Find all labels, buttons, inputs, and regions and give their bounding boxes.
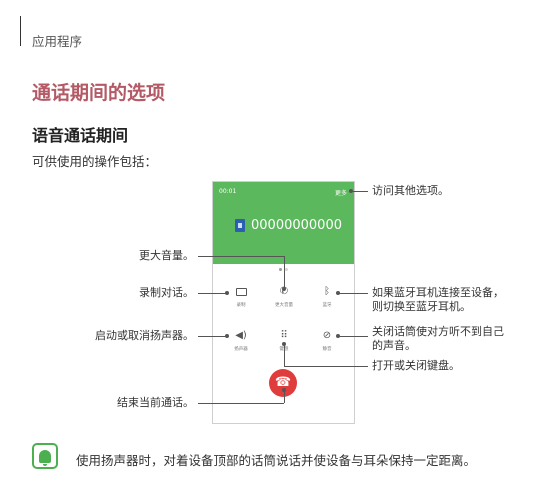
callout-dot-end — [282, 388, 286, 392]
callout-line-speaker — [198, 336, 226, 337]
callout-dot-record — [225, 291, 229, 295]
contact-card-icon — [235, 219, 245, 232]
callout-keypad: 打开或关闭键盘。 — [372, 359, 460, 372]
callout-dot-volume — [282, 287, 286, 291]
callout-more-options: 访问其他选项。 — [372, 184, 449, 197]
record-label: 录制 — [236, 303, 246, 308]
bluetooth-icon: ᛒ — [324, 286, 330, 297]
caller-number: 00000000000 — [235, 218, 342, 233]
record-icon — [221, 286, 261, 298]
callout-dot-speaker — [225, 334, 229, 338]
callout-bluetooth: 如果蓝牙耳机连接至设备， 则切换至蓝牙耳机。 — [372, 286, 504, 314]
record-button[interactable]: 录制 — [221, 286, 261, 308]
callout-mute: 关闭话筒使对方听不到自己 的声音。 — [372, 325, 504, 353]
call-timer: 00:01 — [219, 188, 237, 195]
callout-extra-volume: 更大音量。 — [139, 249, 194, 262]
callout-dot-more — [349, 189, 353, 193]
callout-mute-line2: 的声音。 — [372, 339, 416, 352]
callout-mute-line1: 关闭话筒使对方听不到自己 — [372, 325, 504, 338]
caller-number-text: 00000000000 — [251, 218, 342, 233]
section-label: 应用程序 — [32, 34, 83, 49]
more-options-button[interactable]: 更多 — [334, 190, 347, 197]
callout-line-volume-v — [284, 256, 285, 289]
callout-end-call: 结束当前通话。 — [117, 396, 194, 409]
page-title: 通话期间的选项 — [32, 82, 166, 104]
callout-line-mute — [338, 336, 368, 337]
subsection-title: 语音通话期间 — [32, 126, 129, 145]
extra-volume-label: 更大音量 — [275, 303, 293, 308]
callout-bluetooth-line1: 如果蓝牙耳机连接至设备， — [372, 286, 504, 299]
callout-record: 录制对话。 — [139, 286, 194, 299]
callout-line-volume-h — [198, 256, 284, 257]
callout-line-keypad-h — [284, 366, 368, 367]
callout-line-bluetooth — [338, 293, 368, 294]
callout-line-record — [198, 293, 226, 294]
hangup-icon: ☎ — [274, 375, 292, 390]
callout-speaker: 启动或取消扬声器。 — [95, 329, 194, 342]
bluetooth-button[interactable]: ᛒ 蓝牙 — [307, 286, 347, 308]
bluetooth-label: 蓝牙 — [322, 303, 332, 308]
speaker-icon: ◀) — [235, 330, 247, 341]
mute-button[interactable]: ⊘ 静音 — [307, 330, 347, 352]
phone-call-screen: 00:01 更多 00000000000 录制 ✆ 更大音量 ᛒ 蓝牙 ◀) 扬… — [212, 181, 355, 424]
callout-line-more — [351, 191, 368, 192]
extra-volume-button[interactable]: ✆ 更大音量 — [264, 286, 304, 308]
speaker-button[interactable]: ◀) 扬声器 — [221, 330, 261, 352]
keypad-icon: ⠿ — [280, 330, 288, 341]
note-bell-icon — [32, 443, 58, 469]
mic-off-icon: ⊘ — [322, 330, 332, 341]
callout-bluetooth-line2: 则切换至蓝牙耳机。 — [372, 300, 471, 313]
page-indicator — [279, 268, 288, 271]
callout-line-keypad-v — [284, 344, 285, 366]
callout-line-end-v — [284, 390, 285, 403]
callout-dot-keypad — [282, 342, 286, 346]
callout-dot-bluetooth — [336, 291, 340, 295]
callout-line-end-h — [198, 403, 284, 404]
call-header: 00:01 更多 00000000000 — [213, 182, 354, 264]
note-text: 使用扬声器时，对着设备顶部的话筒说话并使设备与耳朵保持一定距离。 — [76, 453, 477, 468]
mute-label: 静音 — [322, 347, 332, 352]
end-call-button[interactable]: ☎ — [269, 369, 297, 397]
phone-volume-icon: ✆ — [279, 286, 289, 297]
section-rule — [20, 16, 21, 46]
callout-dot-mute — [336, 334, 340, 338]
intro-text: 可供使用的操作包括： — [32, 154, 158, 169]
speaker-label: 扬声器 — [234, 347, 248, 352]
